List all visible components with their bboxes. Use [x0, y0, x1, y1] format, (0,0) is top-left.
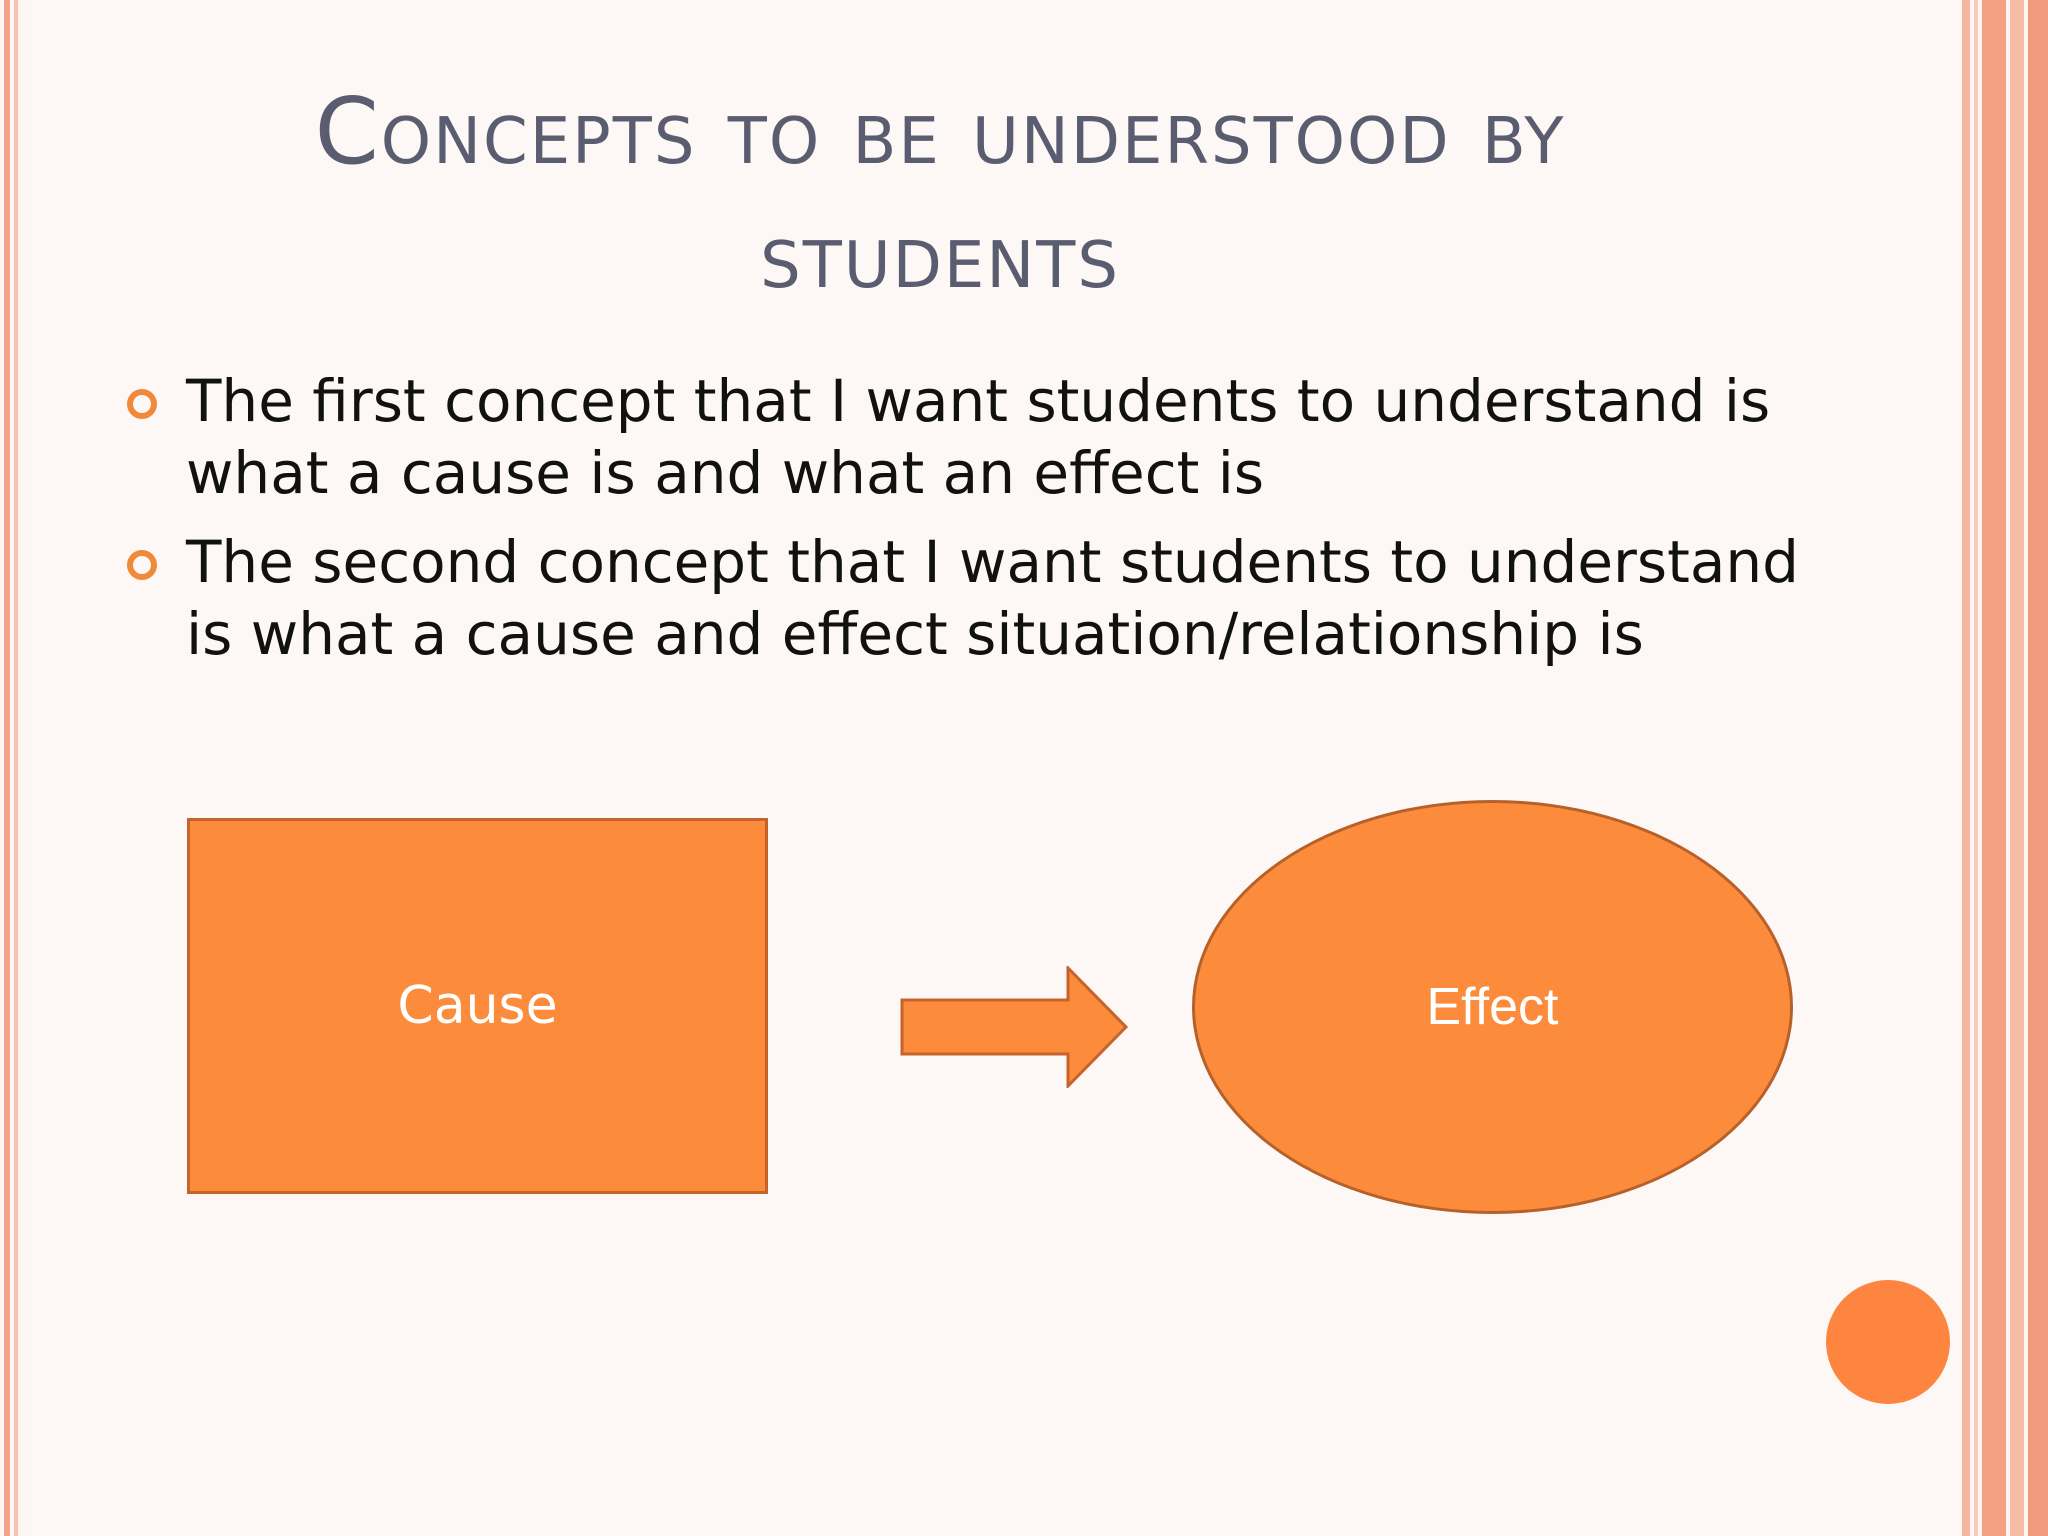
bullet-item-1: The first concept that I want students t…	[120, 365, 1820, 509]
bullet-item-2: The second concept that I want students …	[120, 526, 1820, 670]
left-border-line	[4, 0, 10, 1536]
slide-canvas	[26, 0, 1960, 1536]
ring-bullet-icon	[127, 389, 157, 419]
bullet-text-2: The second concept that I want students …	[186, 528, 1799, 668]
effect-ellipse[interactable]: Effect	[1192, 800, 1793, 1214]
ring-bullet-icon	[127, 550, 157, 580]
right-stripe	[1974, 0, 1978, 1536]
left-border-line-inner	[14, 0, 18, 1536]
bullet-list: The first concept that I want students t…	[120, 365, 1820, 687]
cause-box[interactable]: Cause	[187, 818, 768, 1194]
right-stripe	[1962, 0, 1970, 1536]
decorative-circle	[1826, 1280, 1950, 1404]
cause-label: Cause	[397, 976, 558, 1036]
right-stripe	[2010, 0, 2024, 1536]
right-stripe	[1982, 0, 2006, 1536]
right-stripe	[2028, 0, 2048, 1536]
slide-title: Concepts to be understood by students	[314, 78, 1566, 309]
effect-label: Effect	[1426, 978, 1559, 1036]
right-arrow-icon[interactable]	[900, 966, 1130, 1088]
bullet-text-1: The first concept that I want students t…	[186, 367, 1771, 507]
